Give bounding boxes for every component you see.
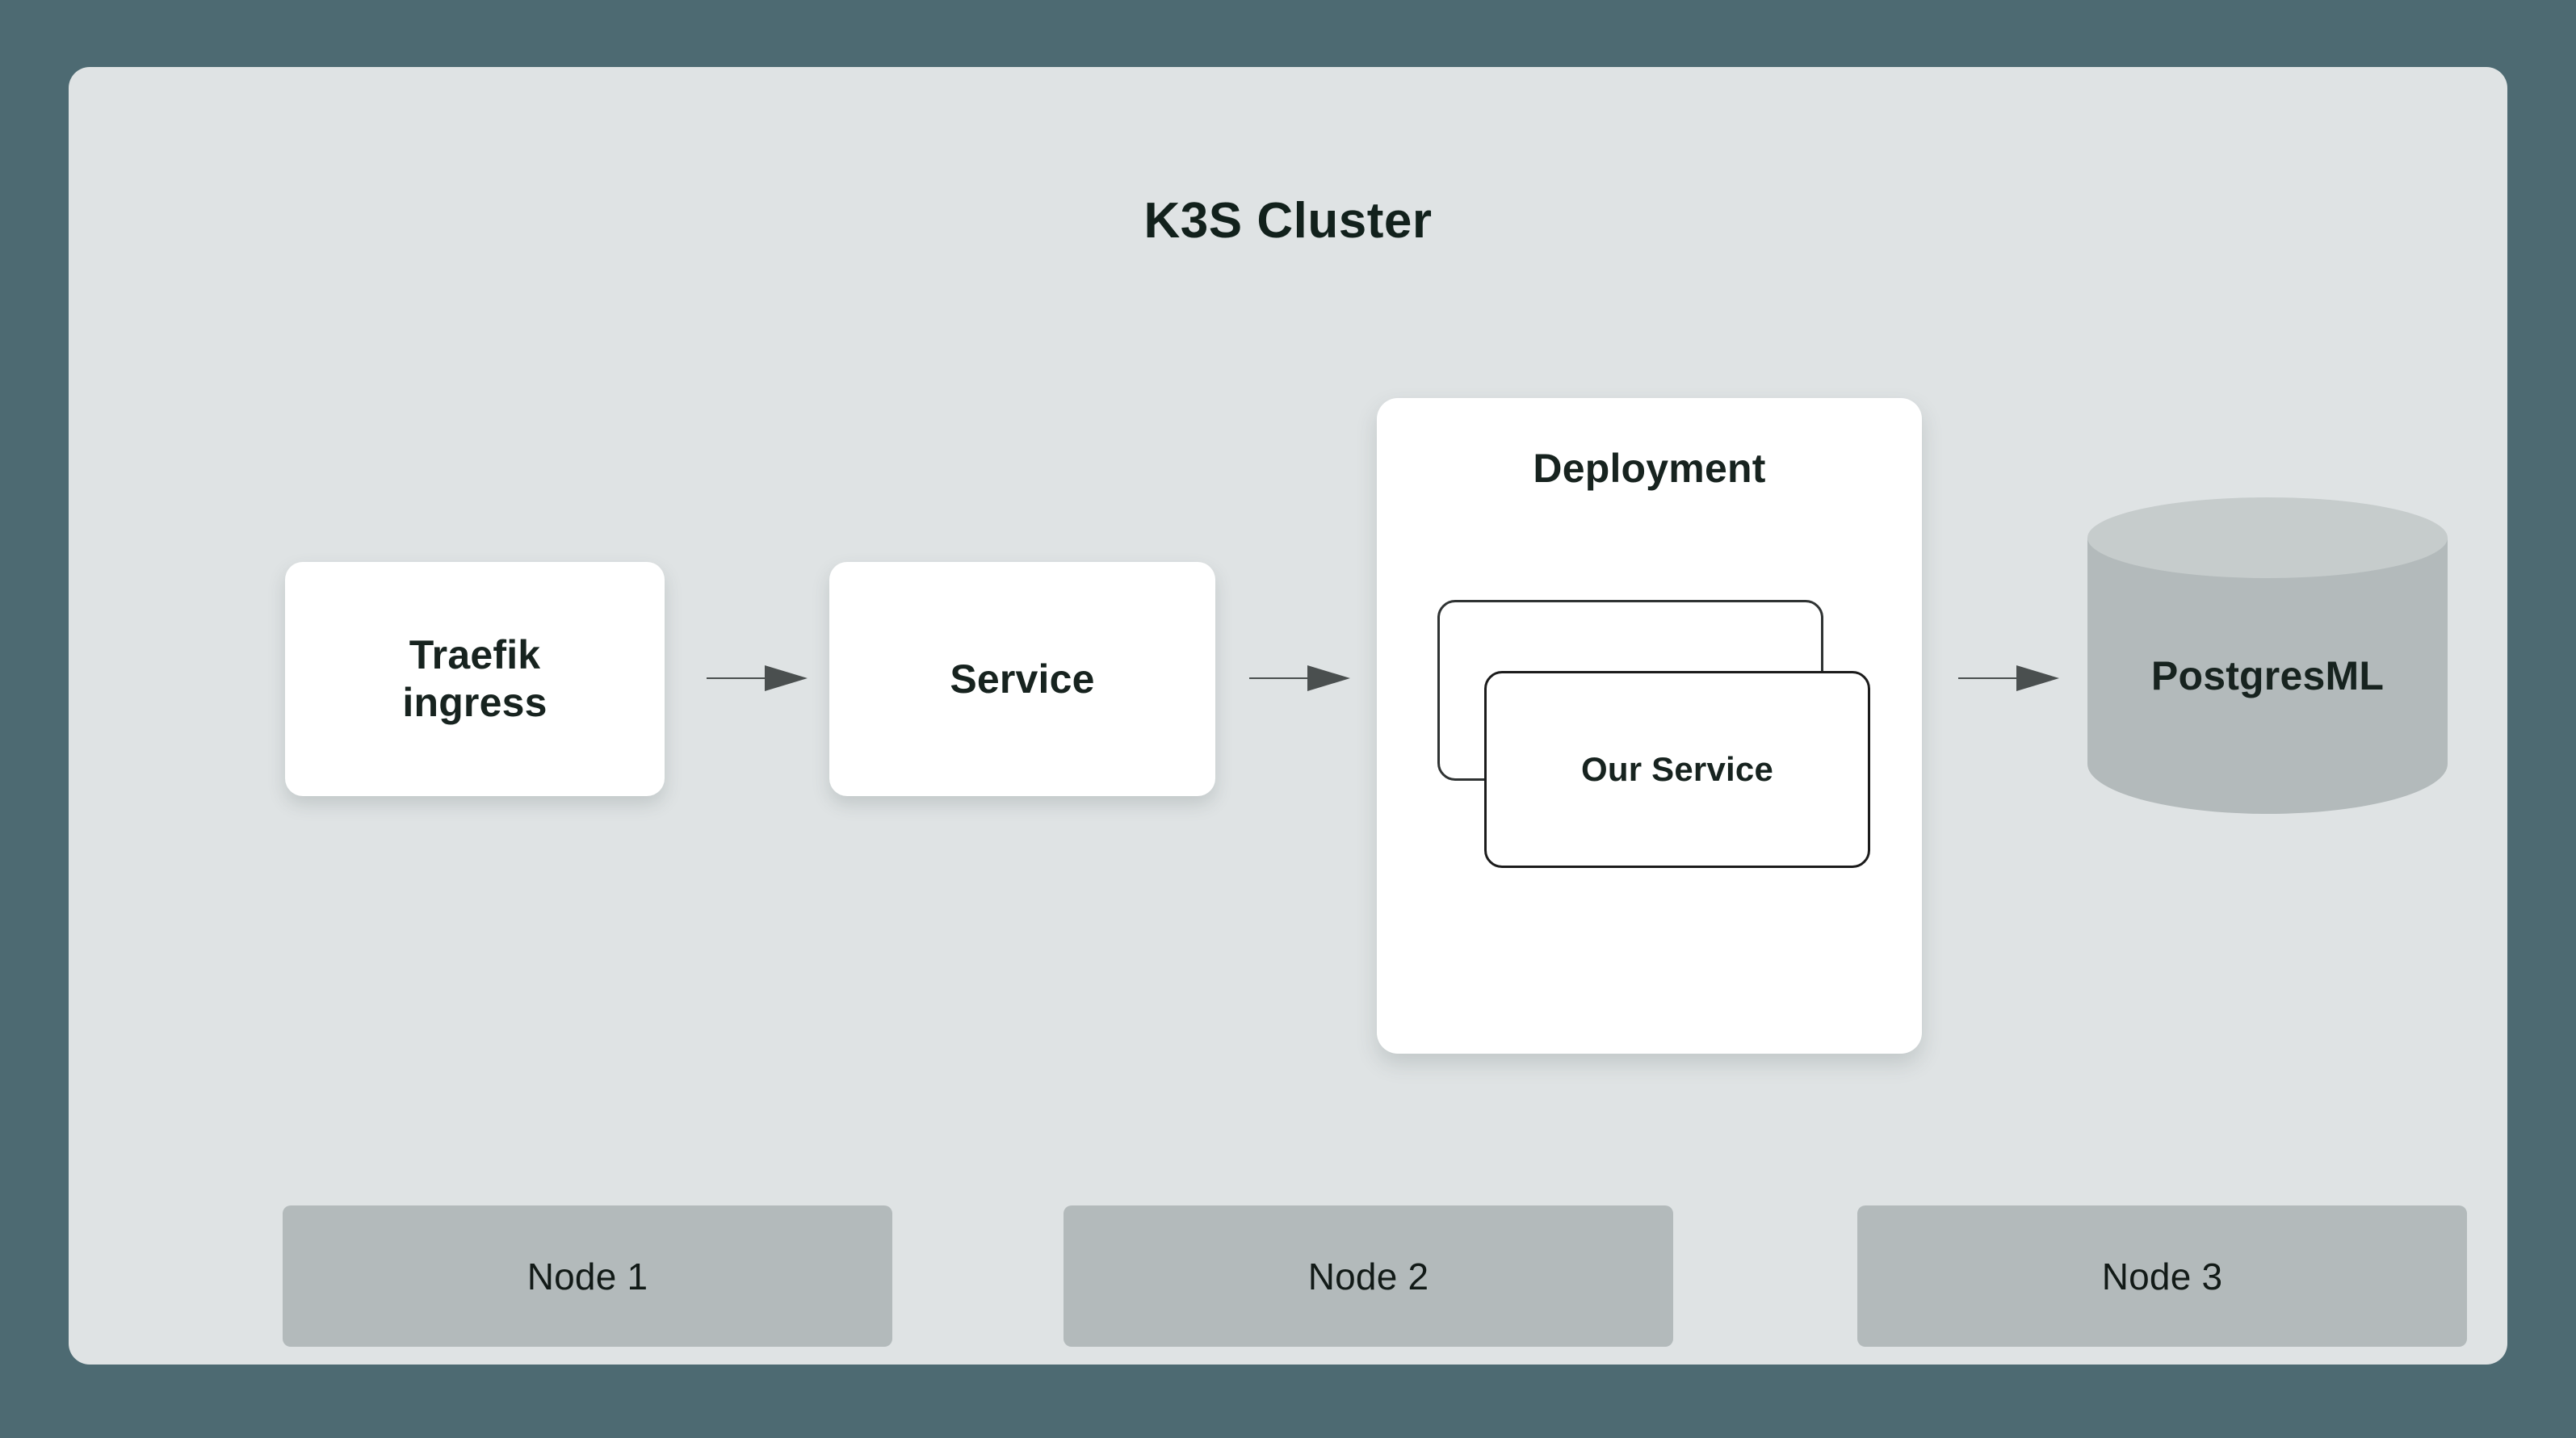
postgresml-label: PostgresML xyxy=(2150,653,2385,698)
database-cylinder-body xyxy=(2087,538,2448,814)
deployment-box[interactable]: Deployment Our Service xyxy=(1377,398,1922,1054)
page-title: K3S Cluster xyxy=(1143,193,1433,249)
traefik-ingress-label: Traefik ingress xyxy=(402,631,547,727)
arrow-ingress-to-service-icon xyxy=(707,655,812,703)
k3s-cluster-panel: K3S Cluster Traefik ingress Service xyxy=(69,67,2507,1365)
cluster-node-3-label: Node 3 xyxy=(2101,1255,2223,1298)
our-service-label: Our Service xyxy=(1581,750,1773,788)
pod-replica-front[interactable]: Our Service xyxy=(1484,671,1870,868)
cluster-node-3[interactable]: Node 3 xyxy=(1857,1205,2467,1347)
arrow-deployment-to-database-icon xyxy=(1958,655,2063,703)
database-cylinder-top-icon xyxy=(2087,497,2448,578)
postgresml-database-cylinder[interactable]: PostgresML xyxy=(2087,497,2448,854)
arrow-service-to-deployment-icon xyxy=(1249,655,1354,703)
traefik-ingress-label-line2: ingress xyxy=(402,680,548,725)
service-label: Service xyxy=(950,656,1095,702)
traefik-ingress-box[interactable]: Traefik ingress xyxy=(285,562,665,796)
deployment-title: Deployment xyxy=(1533,446,1766,491)
service-box[interactable]: Service xyxy=(829,562,1215,796)
cluster-node-1[interactable]: Node 1 xyxy=(283,1205,892,1347)
cluster-node-2[interactable]: Node 2 xyxy=(1064,1205,1673,1347)
cluster-node-1-label: Node 1 xyxy=(527,1255,648,1298)
cluster-node-2-label: Node 2 xyxy=(1307,1255,1429,1298)
traefik-ingress-label-line1: Traefik xyxy=(409,632,541,677)
